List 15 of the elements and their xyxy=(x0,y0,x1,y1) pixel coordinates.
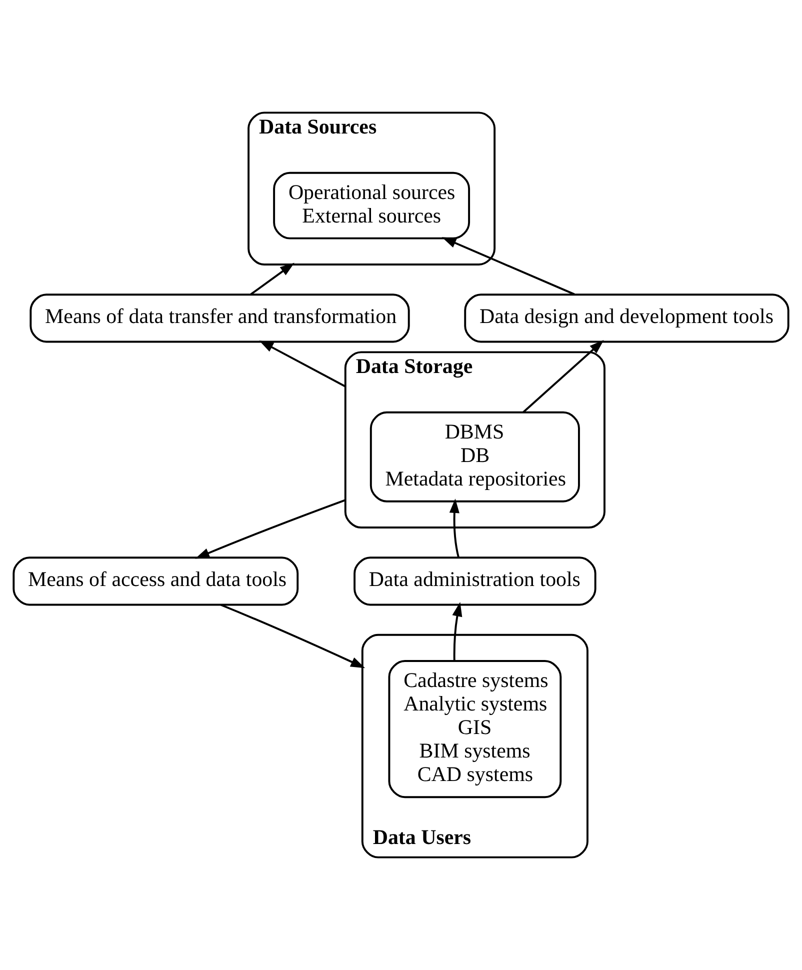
node-box: Means of access and data tools xyxy=(12,556,299,606)
node-box: Means of data transfer and transformation xyxy=(30,294,410,343)
arrow xyxy=(452,602,462,661)
arrow xyxy=(449,498,460,558)
arrow xyxy=(195,499,346,559)
arrow xyxy=(259,340,346,388)
arrow xyxy=(442,237,575,296)
node-box: Cadastre systems Analytic systems GIS BIM systems CAD systems xyxy=(388,660,562,798)
node-box: Operational sources External sources xyxy=(273,172,470,240)
arrow xyxy=(250,262,294,296)
node-box: DBMS DB Metadata repositories xyxy=(370,411,580,502)
node-box: Data design and development tools xyxy=(464,294,790,343)
node-box: Data administration tools xyxy=(354,556,596,606)
arrow xyxy=(220,604,366,668)
arrow xyxy=(522,340,604,413)
